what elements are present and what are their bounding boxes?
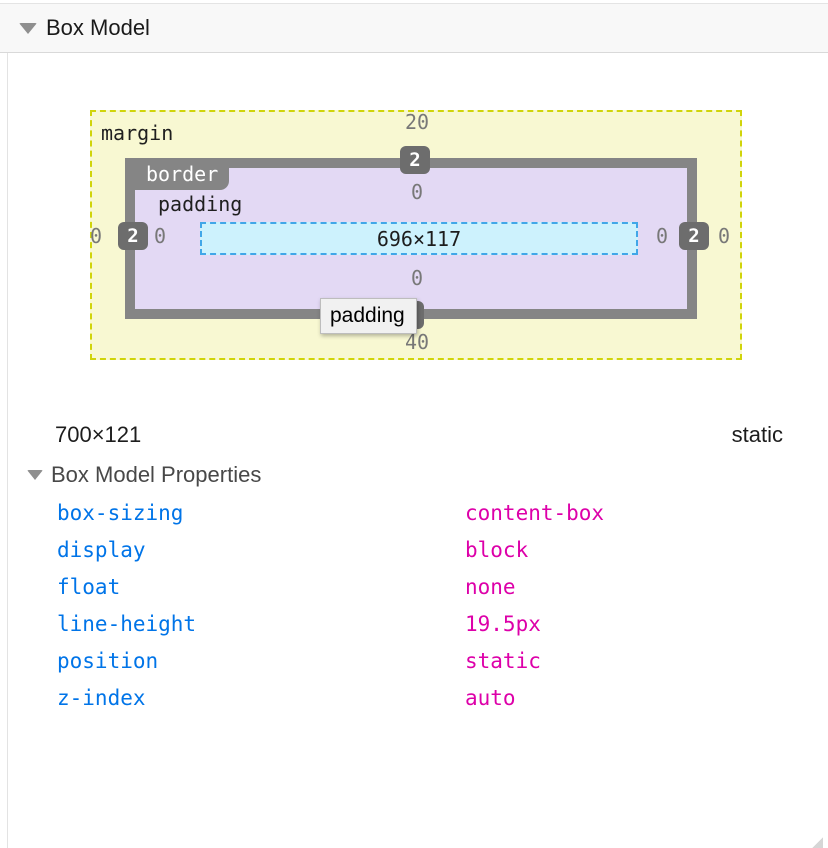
collapse-arrow-icon[interactable] <box>27 470 43 480</box>
property-name[interactable]: position <box>57 649 159 673</box>
margin-top-value[interactable]: 20 <box>404 110 430 134</box>
property-row: box-sizing content-box <box>0 495 828 532</box>
border-right-badge[interactable]: 2 <box>679 222 709 250</box>
properties-list: box-sizing content-box display block flo… <box>0 495 828 717</box>
property-name[interactable]: float <box>57 575 121 599</box>
border-left-badge[interactable]: 2 <box>118 222 148 250</box>
hover-tooltip: padding <box>320 298 417 334</box>
property-value[interactable]: none <box>465 575 516 599</box>
padding-top-value[interactable]: 0 <box>410 180 424 204</box>
property-row: z-index auto <box>0 680 828 717</box>
panel-left-divider <box>7 53 8 848</box>
property-value[interactable]: static <box>465 649 541 673</box>
element-dimensions: 700×121 <box>55 422 142 447</box>
tooltip-text: padding <box>330 304 405 327</box>
margin-label: margin <box>101 121 174 145</box>
property-row: line-height 19.5px <box>0 606 828 643</box>
content-region[interactable]: 696×117 <box>200 222 638 255</box>
box-model-header[interactable]: Box Model <box>0 3 828 53</box>
property-row: position static <box>0 643 828 680</box>
padding-left-value[interactable]: 0 <box>153 224 167 248</box>
property-value[interactable]: 19.5px <box>465 612 541 636</box>
padding-label: padding <box>158 192 243 216</box>
panel-title: Box Model <box>46 15 150 40</box>
property-value[interactable]: auto <box>465 686 516 710</box>
box-model-properties-header[interactable]: Box Model Properties <box>0 462 261 488</box>
property-row: float none <box>0 569 828 606</box>
padding-right-value[interactable]: 0 <box>655 224 669 248</box>
margin-left-value[interactable]: 0 <box>89 224 103 248</box>
border-label: border <box>135 158 230 190</box>
property-row: display block <box>0 532 828 569</box>
padding-bottom-value[interactable]: 0 <box>410 266 424 290</box>
margin-bottom-value[interactable]: 40 <box>404 330 430 354</box>
property-name[interactable]: display <box>57 538 146 562</box>
element-position: static <box>731 422 783 447</box>
margin-right-value[interactable]: 0 <box>717 224 731 248</box>
property-name[interactable]: box-sizing <box>57 501 184 525</box>
properties-section-title: Box Model Properties <box>51 462 262 487</box>
collapse-arrow-icon[interactable] <box>19 22 37 34</box>
resize-grip-icon[interactable] <box>811 836 823 848</box>
property-value[interactable]: content-box <box>465 501 605 525</box>
content-dimensions: 696×117 <box>376 226 462 251</box>
property-name[interactable]: z-index <box>57 686 146 710</box>
property-name[interactable]: line-height <box>57 612 197 636</box>
border-top-badge[interactable]: 2 <box>400 146 430 174</box>
property-value[interactable]: block <box>465 538 529 562</box>
